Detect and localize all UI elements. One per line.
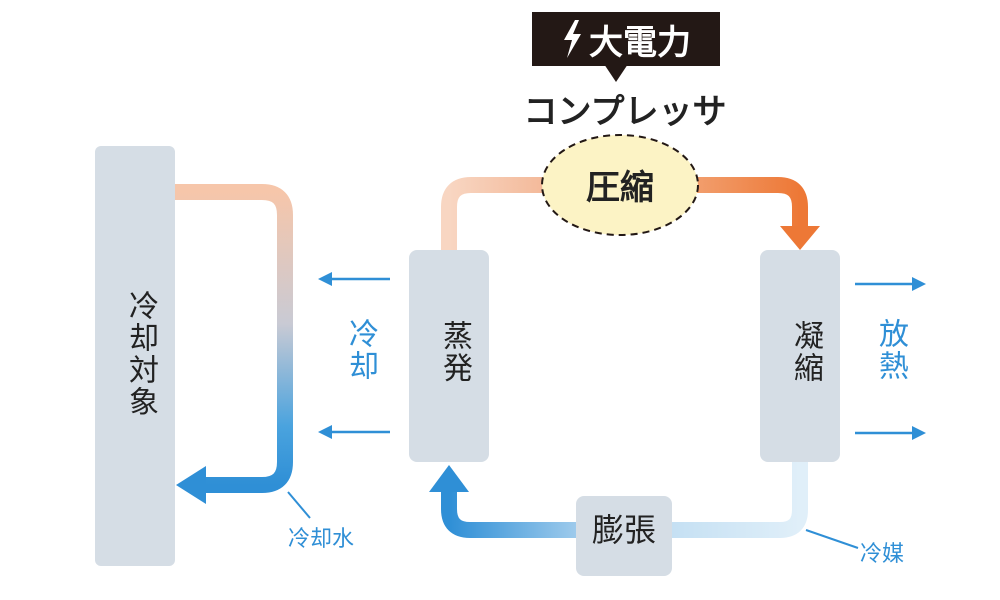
badge-pointer bbox=[604, 64, 628, 82]
discharge-arrowhead bbox=[780, 226, 820, 250]
compressor-label: コンプレッサ bbox=[523, 92, 727, 132]
expansion-box bbox=[576, 496, 672, 576]
refrigerant-leader bbox=[805, 529, 859, 549]
evaporator-box bbox=[409, 250, 489, 462]
cooling-water-arrowhead bbox=[176, 466, 206, 504]
cooling-water-pipe bbox=[175, 184, 293, 493]
refrigerant-label: 冷媒 bbox=[860, 542, 905, 567]
liquid-pipe bbox=[672, 462, 808, 538]
heat-arrow-bottom-head bbox=[912, 426, 926, 440]
cooling-target-label: 冷却対象 bbox=[123, 290, 158, 418]
evaporator-label: 蒸発 bbox=[437, 320, 472, 384]
condenser-label: 凝縮 bbox=[788, 320, 823, 384]
cooling-label: 冷却 bbox=[343, 318, 378, 382]
discharge-pipe bbox=[690, 177, 808, 230]
compression-label: 圧縮 bbox=[586, 168, 654, 208]
lightning-icon bbox=[564, 20, 581, 58]
expansion-label: 膨張 bbox=[591, 511, 656, 549]
expansion-outlet-pipe bbox=[441, 490, 578, 538]
cooling-arrow-bottom-head bbox=[318, 425, 332, 439]
heat-release-label: 放熱 bbox=[873, 318, 908, 382]
high-power-badge: 大電力 bbox=[532, 12, 720, 66]
cooling-target-box bbox=[95, 146, 175, 566]
suction-pipe bbox=[441, 177, 548, 250]
cooling-water-label: 冷却水 bbox=[288, 527, 355, 552]
heat-arrow-top-head bbox=[912, 277, 926, 291]
cooling-arrow-top-head bbox=[318, 272, 332, 286]
condenser-box bbox=[760, 250, 840, 462]
badge-label: 大電力 bbox=[589, 22, 691, 63]
evaporator-inlet-arrowhead bbox=[429, 465, 469, 492]
cooling-water-leader bbox=[287, 491, 311, 519]
compressor-ellipse bbox=[541, 134, 699, 236]
